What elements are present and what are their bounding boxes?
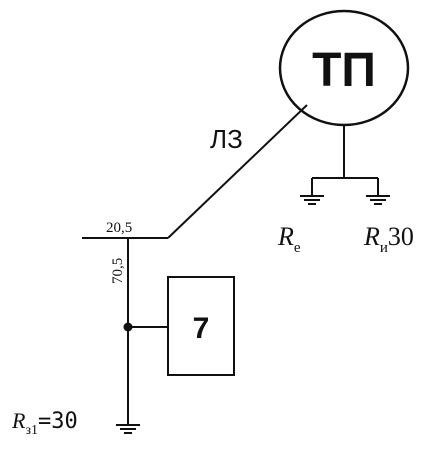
substation-label: ТП bbox=[312, 44, 376, 97]
consumer-box bbox=[167, 276, 235, 376]
branch-length-label: 20,5 bbox=[106, 220, 132, 236]
substation-grounding bbox=[300, 125, 390, 205]
trunk-ground-icon bbox=[116, 424, 140, 434]
trunk-length-label: 70,5 bbox=[110, 258, 126, 284]
rz-label: Rз1=30 bbox=[11, 408, 78, 438]
overhead-line bbox=[167, 104, 308, 239]
re-label: Rе bbox=[277, 222, 301, 256]
ri-label: Rи30 bbox=[363, 222, 414, 256]
line-label: ЛЗ bbox=[210, 124, 243, 154]
consumer-label: 7 bbox=[193, 312, 210, 345]
